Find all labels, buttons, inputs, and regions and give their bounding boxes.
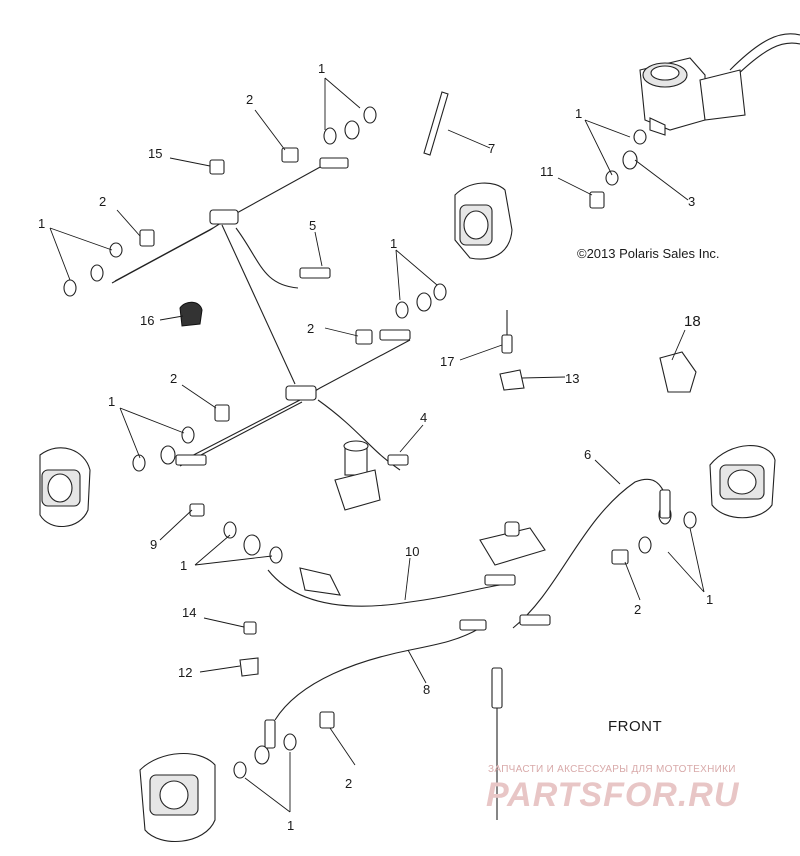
front-caliper-upper bbox=[454, 182, 513, 260]
callout-4: 4 bbox=[420, 410, 427, 425]
callout-5: 5 bbox=[309, 218, 316, 233]
callout-1-valve: 1 bbox=[180, 558, 187, 573]
callout-1-bottom: 1 bbox=[287, 818, 294, 833]
callout-17: 17 bbox=[440, 354, 454, 369]
brake-line-6 bbox=[512, 478, 665, 629]
callout-13: 13 bbox=[565, 371, 579, 386]
callout-2-top: 2 bbox=[246, 92, 253, 107]
callout-18: 18 bbox=[684, 313, 701, 330]
valve-block bbox=[299, 521, 546, 596]
callout-1-mid: 1 bbox=[390, 236, 397, 251]
callout-6: 6 bbox=[584, 447, 591, 462]
left-caliper bbox=[39, 447, 91, 528]
banjo-washers bbox=[63, 106, 697, 779]
callout-2-lower: 2 bbox=[170, 371, 177, 386]
brake-line-middle bbox=[177, 224, 411, 471]
bolts bbox=[139, 147, 629, 729]
master-cylinder bbox=[639, 33, 800, 136]
callout-2-left: 2 bbox=[99, 194, 106, 209]
brake-line-8 bbox=[274, 627, 481, 721]
right-caliper bbox=[709, 445, 776, 519]
proportioning-valve bbox=[334, 440, 381, 511]
callout-8: 8 bbox=[423, 682, 430, 697]
hose-ends bbox=[175, 157, 671, 749]
callout-11: 11 bbox=[540, 164, 554, 179]
callout-2-right: 2 bbox=[634, 602, 641, 617]
bleeder-rod bbox=[423, 91, 449, 156]
callout-numbers: 1 2 15 2 1 7 1 11 3 5 1 2 16 18 17 13 2 … bbox=[38, 61, 713, 833]
watermark-tagline: ЗАПЧАСТИ И АКСЕССУАРЫ ДЛЯ МОТОТЕХНИКИ bbox=[488, 764, 736, 775]
brake-line-upper bbox=[111, 165, 323, 289]
callout-1-left: 1 bbox=[38, 216, 45, 231]
callout-15: 15 bbox=[148, 146, 162, 161]
brake-line-10 bbox=[267, 569, 501, 607]
callout-10: 10 bbox=[405, 544, 419, 559]
callout-2-bottom: 2 bbox=[345, 776, 352, 791]
rear-caliper bbox=[139, 753, 216, 843]
callout-1-lower: 1 bbox=[108, 394, 115, 409]
leader-lines bbox=[49, 77, 705, 813]
callout-1-top: 1 bbox=[318, 61, 325, 76]
callout-16: 16 bbox=[140, 313, 154, 328]
callout-3: 3 bbox=[688, 194, 695, 209]
rear-cable bbox=[491, 667, 503, 820]
clips bbox=[179, 301, 697, 677]
callout-12: 12 bbox=[178, 665, 192, 680]
callout-14: 14 bbox=[182, 605, 196, 620]
callout-1-master: 1 bbox=[575, 106, 582, 121]
copyright-notice: ©2013 Polaris Sales Inc. bbox=[577, 246, 720, 261]
watermark-brand: PARTSFOR.RU bbox=[486, 776, 740, 814]
tee-fitting-upper bbox=[209, 209, 239, 225]
front-orientation-label: FRONT bbox=[608, 718, 663, 735]
callout-2-mid: 2 bbox=[307, 321, 314, 336]
tee-fitting-lower bbox=[285, 385, 317, 401]
callout-1-right: 1 bbox=[706, 592, 713, 607]
callout-9: 9 bbox=[150, 537, 157, 552]
callout-7: 7 bbox=[488, 141, 495, 156]
